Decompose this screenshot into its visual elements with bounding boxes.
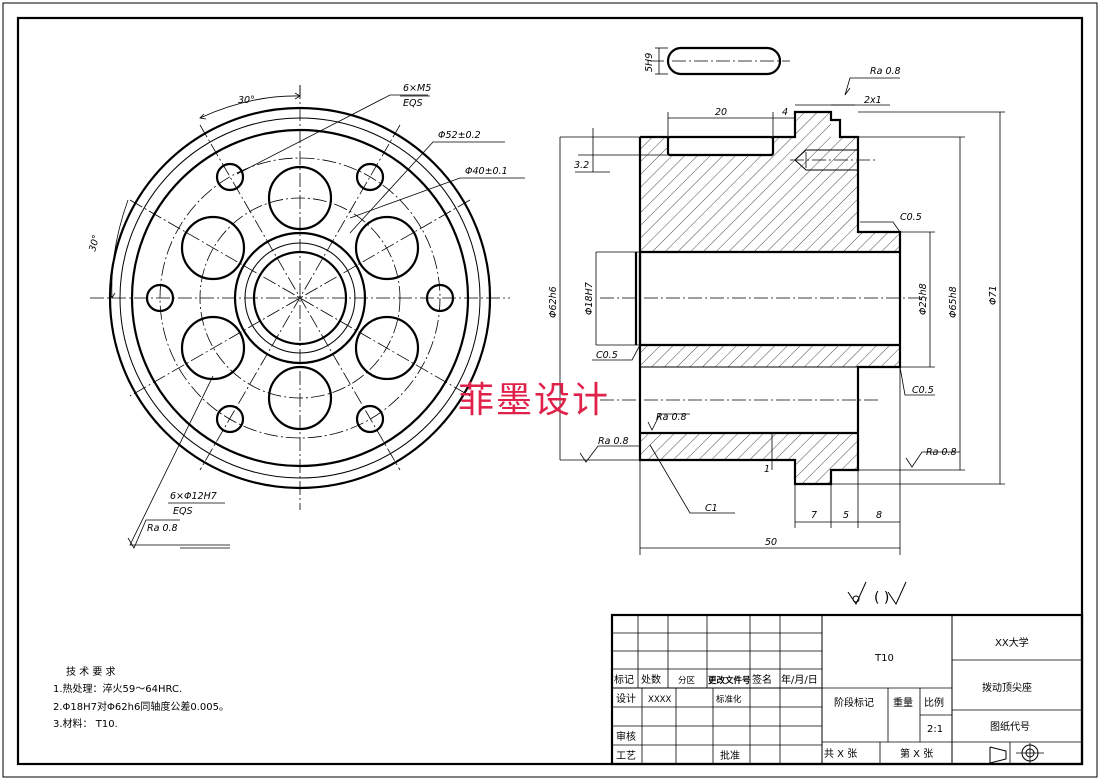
- holes-12: [180, 165, 420, 431]
- holes-12-label: 6×Φ12H7: [170, 491, 217, 502]
- holes-m5: [145, 162, 455, 434]
- c05-right-label: C0.5: [912, 385, 934, 396]
- m5-holes-label: 6×M5: [403, 83, 431, 94]
- tb-mark: 标记: [614, 674, 634, 686]
- tb-zone: 分区: [678, 676, 696, 686]
- ra-bore-label: Ra 0.8: [656, 412, 687, 423]
- tb-standardize: 标准化: [716, 694, 742, 705]
- tech-req-title: 技 术 要 求: [66, 665, 116, 678]
- slot-height-label: 5H9: [644, 53, 655, 72]
- tb-change-doc: 更改文件号: [708, 675, 751, 686]
- title-block: [610, 613, 1084, 766]
- section-view: [559, 46, 1005, 555]
- c1-label: C1: [705, 503, 718, 514]
- dia-18-label: Φ18H7: [584, 282, 595, 315]
- watermark: 菲墨设计: [458, 380, 610, 421]
- diag-centerline-2: [199, 124, 401, 471]
- m5-eqs-label: EQS: [403, 98, 423, 109]
- tb-school: XX大学: [995, 636, 1029, 649]
- dia-40-label: Φ40±0.1: [465, 166, 508, 177]
- len-20-label: 20: [715, 107, 727, 118]
- tb-design: 设计: [616, 692, 636, 705]
- dia-52-label: Φ52±0.2: [438, 130, 481, 141]
- tb-sheet: 第 X 张: [900, 747, 933, 760]
- tb-sign: 签名: [752, 673, 772, 686]
- chamfer-2x1-label: 2x1: [864, 95, 882, 106]
- angle-top-label: 30°: [238, 95, 255, 106]
- pitch-circle-52: [159, 157, 441, 439]
- tb-material: T10: [874, 653, 894, 664]
- tb-scale-label: 比例: [924, 696, 944, 709]
- tech-req-line2: 2.Φ18H7对Φ62h6同轴度公差0.005。: [53, 700, 229, 713]
- tech-req-line1: 1.热处理：淬火59～64HRC.: [53, 682, 182, 695]
- len-4-label: 4: [782, 107, 788, 118]
- surface-symbol-parens: ( ): [874, 590, 889, 606]
- len-5-label: 5: [843, 510, 849, 521]
- ra-right-label: Ra 0.8: [926, 447, 957, 458]
- tb-approve: 批准: [720, 749, 740, 762]
- tb-designer: XXXX: [648, 695, 671, 705]
- dia-62-label: Φ62h6: [548, 286, 559, 318]
- c05-left-label: C0.5: [596, 350, 618, 361]
- ra-hole-label: Ra 0.8: [147, 523, 178, 534]
- surface-roughness-symbol: [847, 581, 907, 606]
- tb-part-name: 拨动顶尖座: [982, 681, 1032, 694]
- inner-frame: [16, 16, 1084, 766]
- ra-left-label: Ra 0.8: [598, 436, 629, 447]
- len-7-label: 7: [811, 510, 817, 521]
- dia-71-label: Φ71: [988, 285, 999, 305]
- tb-drawing-code: 图纸代号: [990, 720, 1030, 733]
- dia-65-label: Φ65h8: [948, 286, 959, 318]
- len-50-label: 50: [765, 537, 777, 548]
- angle-left-label: 30°: [87, 234, 102, 253]
- front-view: [90, 85, 525, 549]
- tb-review: 审核: [616, 730, 636, 743]
- tb-count: 处数: [641, 673, 661, 686]
- dim-1-label: 1: [764, 464, 770, 475]
- depth-32-label: 3.2: [574, 160, 589, 171]
- tech-req-line3: 3.材料： T10.: [53, 717, 118, 730]
- holes-12-eqs: EQS: [173, 506, 193, 517]
- tb-weight: 重量: [893, 696, 913, 709]
- dia-25-label: Φ25h8: [918, 283, 929, 315]
- tb-total: 共 X 张: [824, 748, 857, 760]
- tb-scale: 2:1: [927, 724, 943, 735]
- ra-top-label: Ra 0.8: [870, 66, 901, 77]
- tb-process: 工艺: [616, 750, 636, 762]
- len-8-label: 8: [876, 510, 882, 521]
- tb-date: 年/月/日: [781, 673, 818, 686]
- tb-stage-mark: 阶段标记: [834, 696, 874, 709]
- c05-top-label: C0.5: [900, 212, 922, 223]
